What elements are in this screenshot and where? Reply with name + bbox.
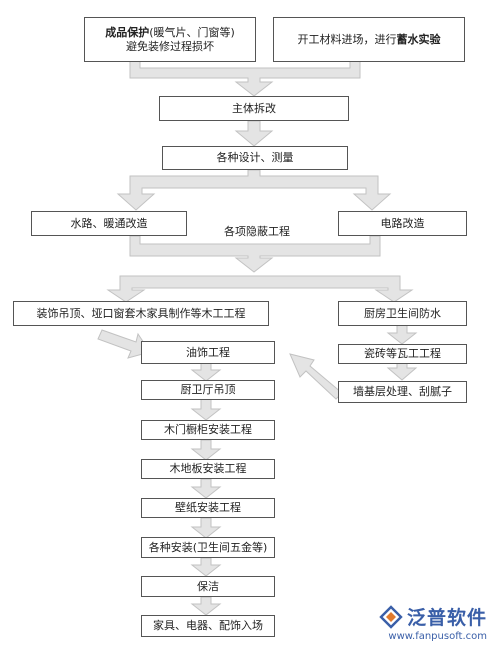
step-installations: 各种安装(卫生间五金等): [141, 537, 275, 558]
electrical-box: 电路改造: [338, 211, 467, 236]
step-furniture-entry: 家具、电器、配饰入场: [141, 615, 275, 637]
design-measure-box: 各种设计、测量: [162, 146, 348, 170]
arrow-step-1: [190, 361, 222, 382]
arrow-step-7: [190, 596, 222, 616]
merge-arrow-middle: [129, 235, 381, 273]
step-doors-cabinets: 木门橱柜安装工程: [141, 420, 275, 440]
step-ceiling: 厨卫厅吊顶: [141, 380, 275, 400]
watermark: 泛普软件 www.fanpusoft.com: [379, 603, 487, 642]
arrow-step-4: [190, 478, 222, 499]
carpentry-box: 装饰吊顶、垭口窗套木家具制作等木工工程: [13, 301, 269, 326]
step-wood-floor: 木地板安装工程: [141, 459, 275, 479]
step-wallpaper: 壁纸安装工程: [141, 498, 275, 518]
material-entry-box: 开工材料进场，进行蓄水实验: [273, 17, 465, 62]
water-heating-box: 水路、暖通改造: [31, 211, 187, 236]
watermark-url: www.fanpusoft.com: [388, 631, 487, 642]
watermark-name: 泛普软件: [406, 607, 487, 629]
arrow-step-2: [190, 397, 222, 421]
product-protection-items: (暖气片、门窗等): [149, 25, 235, 39]
wall-base-box: 墙基层处理、刮腻子: [338, 381, 467, 403]
diag-arrow-right: [289, 353, 343, 400]
product-protection-box: 成品保护(暖气片、门窗等) 避免装修过程损坏: [84, 17, 256, 62]
merge-arrow-top: [129, 59, 361, 97]
main-renovation-box: 主体拆改: [159, 96, 349, 121]
step-cleaning: 保洁: [141, 576, 275, 597]
arrow-main-to-design: [234, 120, 274, 147]
arrow-waterproof-to-tiling: [386, 323, 418, 345]
material-entry-text: 开工材料进场，进行: [297, 32, 397, 46]
hidden-works-label: 各项隐蔽工程: [222, 223, 292, 239]
arrow-step-5: [190, 517, 222, 539]
water-test-label: 蓄水实验: [396, 32, 441, 46]
arrow-step-3: [190, 439, 222, 461]
arrow-step-6: [190, 557, 222, 577]
tiling-box: 瓷砖等瓦工工程: [338, 344, 467, 364]
diag-arrow-left: [97, 329, 151, 359]
fanpu-logo-icon: [379, 604, 403, 629]
waterproof-box: 厨房卫生间防水: [338, 301, 467, 326]
split-arrow-lower: [106, 275, 414, 303]
product-protection-title: 成品保护: [105, 25, 150, 39]
split-arrow-design: [116, 169, 392, 211]
step-painting: 油饰工程: [141, 341, 275, 364]
product-protection-note: 避免装修过程损坏: [126, 39, 214, 53]
